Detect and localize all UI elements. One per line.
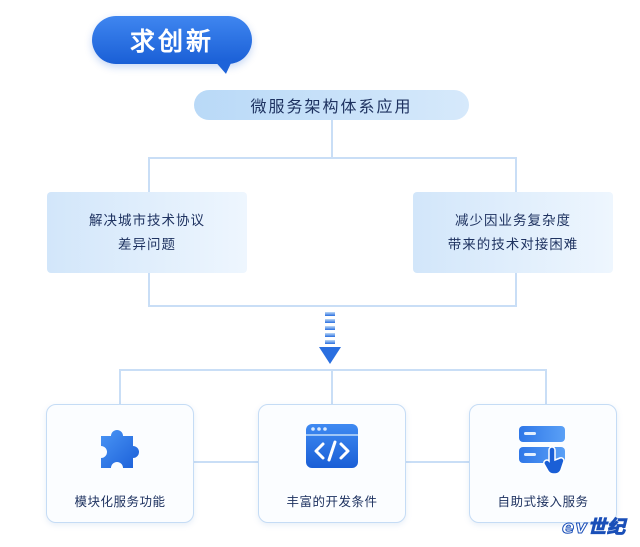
connector-card-link-2: [404, 461, 470, 463]
page-title: 求创新: [129, 27, 214, 56]
code-window-icon: [306, 424, 358, 468]
connector-bottom-mid-drop: [331, 369, 333, 405]
problem-left-line2: 差异问题: [118, 236, 176, 253]
connector-bottom-right-drop: [545, 369, 547, 405]
connector-bottom-horizontal: [119, 369, 547, 371]
down-arrow-icon: [319, 312, 341, 364]
connector-bottom-left-drop: [119, 369, 121, 405]
connector-mid-horizontal: [148, 305, 517, 307]
puzzle-icon: [101, 430, 139, 468]
connector-card-link-1: [192, 461, 258, 463]
problem-right-line2: 带来的技术对接困难: [447, 236, 579, 253]
title-bubble: 求创新: [92, 16, 252, 64]
bubble-tail: [215, 58, 235, 76]
server-touch-icon: [519, 426, 565, 475]
feature-card-dev: 丰富的开发条件: [258, 404, 406, 523]
problem-right-line1: 减少因业务复杂度: [455, 212, 571, 229]
feature-label-modular: 模块化服务功能: [74, 494, 166, 509]
feature-card-modular: 模块化服务功能: [46, 404, 194, 523]
feature-label-selfservice: 自助式接入服务: [497, 494, 589, 509]
problem-box-right: 减少因业务复杂度 带来的技术对接困难: [413, 192, 613, 273]
feature-card-selfservice: 自助式接入服务: [469, 404, 617, 523]
watermark-logo: ev世纪: [562, 517, 626, 539]
feature-label-dev: 丰富的开发条件: [286, 494, 378, 509]
connector-top-horizontal: [148, 157, 517, 159]
subtitle-text: 微服务架构体系应用: [250, 97, 413, 116]
problem-left-line1: 解决城市技术协议: [89, 212, 205, 229]
subtitle-pill: 微服务架构体系应用: [194, 90, 469, 120]
connector-top-vertical: [331, 120, 333, 158]
problem-box-left: 解决城市技术协议 差异问题: [47, 192, 247, 273]
